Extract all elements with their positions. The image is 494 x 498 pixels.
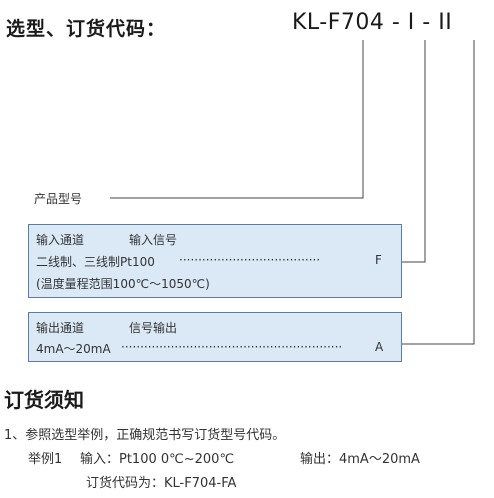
input-code: F: [375, 253, 382, 267]
page-title: 选型、订货代码：: [6, 18, 167, 40]
example-order-code: 订货代码为：KL-F704-FA: [86, 476, 237, 491]
input-signal-header: 输入信号: [129, 233, 178, 247]
model-code: KL-F704 - I - II: [292, 10, 453, 35]
product-connector: [110, 40, 364, 199]
ordering-instruction: 1、参照选型举例，正确规范书写订货型号代码。: [4, 428, 286, 443]
input-range-text: (温度量程范围100℃～1050℃): [36, 277, 210, 291]
input-options-box: 输入通道 输入信号 二线制、三线制Pt100 ·················…: [28, 224, 402, 298]
product-model-label: 产品型号: [34, 192, 83, 206]
output-options-box: 输出通道 信号输出 4mA～20mA ·····················…: [28, 312, 402, 362]
output-connector: [402, 40, 475, 345]
output-option-text: 4mA～20mA: [36, 342, 111, 356]
output-signal-header: 信号输出: [129, 321, 178, 335]
input-channel-header: 输入通道: [36, 233, 85, 247]
input-connector: [402, 40, 426, 263]
ordering-heading: 订货须知: [4, 388, 84, 412]
example-output: 输出：4mA～20mA: [300, 452, 420, 467]
output-leader-dots: ········································…: [121, 340, 343, 354]
output-code: A: [375, 340, 384, 354]
input-option-text: 二线制、三线制Pt100: [36, 255, 155, 269]
output-channel-header: 输出通道: [36, 321, 85, 335]
example-input: 输入：Pt100 0℃~200℃: [80, 452, 235, 467]
example-label: 举例1: [28, 452, 63, 467]
input-leader-dots: ·····································: [179, 253, 321, 267]
